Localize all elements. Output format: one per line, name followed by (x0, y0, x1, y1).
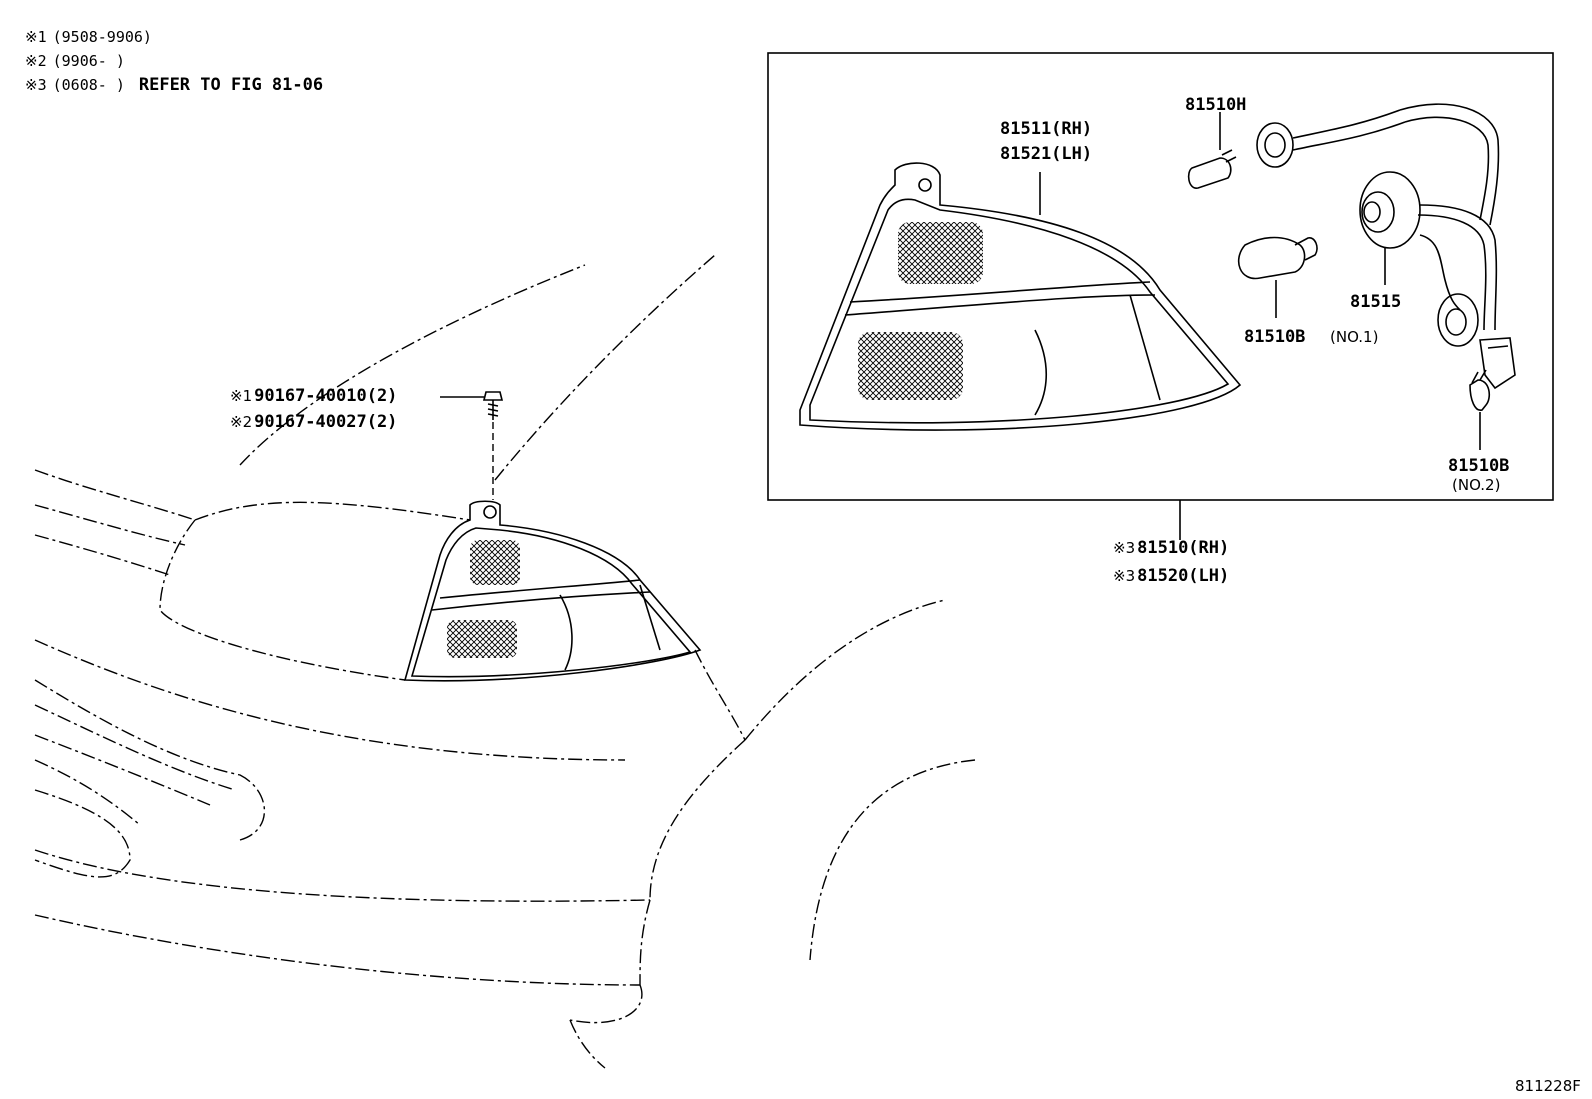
svg-text:※1(9508-9906): ※1 (9508-9906) (25, 28, 152, 46)
note-3-range: (0608- ) (53, 76, 125, 94)
wedge-bulb-h: 81510H (1185, 95, 1246, 189)
installed-lamp (403, 500, 702, 682)
small-socket (1256, 109, 1406, 168)
bulb-b1-label: 81510B (1244, 327, 1305, 347)
bulb-b2: 81510B (NO.2) (1448, 369, 1509, 494)
bulb-b2-label: 81510B (1448, 456, 1509, 476)
lens-lh-label: 81521(LH) (1000, 144, 1092, 164)
bulb-b2-note: (NO.2) (1452, 476, 1500, 494)
screw1-mark: ※1 (230, 387, 252, 405)
bulb-b1-note: (NO.1) (1330, 328, 1378, 346)
assy-rh-mark: ※3 (1113, 539, 1135, 557)
screw2-mark: ※2 (230, 413, 252, 431)
notes-block: ※1 (9508-9906) ※2 (9906- ) ※3 (0608- ) REFER… (25, 28, 323, 95)
svg-text:※3(0608- )REFER TO FIG 81-0: ※3 (0608- ) REFER TO FIG 81-06 (25, 75, 323, 95)
screw2-label: 90167-40027(2) (254, 412, 397, 432)
note-2-mark: ※2 (25, 52, 47, 70)
screw1-label: 90167-40010(2) (254, 386, 397, 406)
assy-lh-mark: ※3 (1113, 567, 1135, 585)
note-1-mark: ※1 (25, 28, 47, 46)
assy-lh-label: 81520(LH) (1137, 566, 1229, 586)
lens-rh-label: 81511(RH) (1000, 119, 1092, 139)
socket-label: 81515 (1350, 292, 1401, 312)
note-3-mark: ※3 (25, 76, 47, 94)
note-1-range: (9508-9906) (53, 28, 152, 46)
figure-id: 811228F (1515, 1077, 1581, 1095)
vehicle-body-outline (34, 254, 976, 1069)
assy-rh-label: 81510(RH) (1137, 538, 1229, 558)
bulb-b1: 81510B (NO.1) (1237, 236, 1378, 347)
socket-harness: 81515 (1350, 103, 1516, 390)
lens: 81511(RH) 81521(LH) (799, 119, 1242, 431)
note-2-range: (9906- ) (53, 52, 125, 70)
note-3-text: REFER TO FIG 81-06 (139, 75, 323, 95)
bulb-h-label: 81510H (1185, 95, 1246, 115)
svg-text:※2(9906- ): ※2 (9906- ) (25, 52, 125, 70)
exploded-view: 81511(RH) 81521(LH) 81510H (767, 52, 1554, 586)
